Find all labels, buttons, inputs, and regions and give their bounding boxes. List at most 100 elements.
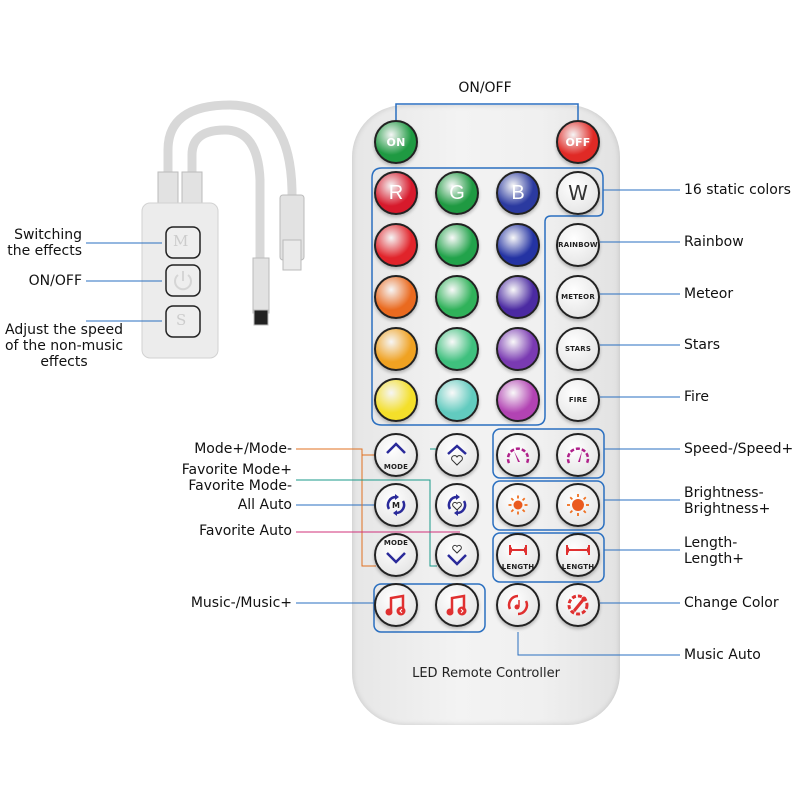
- speed-minus-gauge-icon: [506, 447, 530, 464]
- controller-cables: [163, 100, 297, 275]
- color-button[interactable]: [496, 275, 540, 319]
- label-meteor: Meteor: [684, 286, 734, 302]
- label-speed-1: Adjust the speed: [5, 322, 123, 338]
- chevron-down-icon: [386, 552, 406, 564]
- change-color-button[interactable]: [556, 583, 600, 627]
- on-button[interactable]: ON: [374, 120, 418, 164]
- color-dropper-icon: [567, 594, 589, 616]
- mode-plus-button[interactable]: MODE: [374, 433, 418, 477]
- button-label: STARS: [564, 345, 592, 353]
- music-auto-button[interactable]: [496, 583, 540, 627]
- stars-button[interactable]: STARS: [556, 327, 600, 371]
- chevron-up-icon: [386, 442, 406, 454]
- music-note-plus-icon: [446, 594, 467, 616]
- color-button[interactable]: [435, 223, 479, 267]
- cable-sleeves: [157, 171, 305, 326]
- brightness-minus-button[interactable]: [496, 483, 540, 527]
- length-plus-button[interactable]: LENGTH: [556, 533, 600, 577]
- button-label: M: [392, 501, 400, 510]
- color-button[interactable]: R: [374, 171, 418, 215]
- button-label: LENGTH: [561, 563, 595, 571]
- music-minus-button[interactable]: [374, 583, 418, 627]
- meteor-button[interactable]: METEOR: [556, 275, 600, 319]
- button-label: W: [568, 181, 588, 205]
- controller-m-key: M: [173, 232, 189, 250]
- button-label: B: [511, 181, 525, 204]
- label-controller-onoff: ON/OFF: [28, 273, 82, 289]
- music-note-minus-icon: [385, 594, 406, 616]
- label-change-color: Change Color: [684, 595, 779, 611]
- color-button[interactable]: [435, 378, 479, 422]
- controller-s-key: S: [176, 311, 187, 329]
- button-label: MODE: [383, 463, 409, 471]
- label-mode: Mode+/Mode-: [194, 441, 292, 457]
- length-arrow-large-icon: [566, 545, 590, 555]
- label-music: Music-/Music+: [190, 595, 292, 611]
- favorite-auto-button[interactable]: [435, 483, 479, 527]
- label-top-onoff: ON/OFF: [458, 80, 512, 96]
- label-fav-mode-plus: Favorite Mode+: [181, 462, 292, 478]
- label-brightness-minus: Brightness-: [684, 485, 764, 501]
- button-label: FIRE: [568, 396, 588, 404]
- button-label: R: [388, 181, 404, 204]
- sun-large-icon: [567, 494, 589, 516]
- label-brightness-plus: Brightness+: [684, 501, 771, 517]
- button-label: G: [449, 181, 465, 204]
- favorite-mode-minus-button[interactable]: [435, 533, 479, 577]
- button-label: LENGTH: [501, 563, 535, 571]
- remote-brand-text: LED Remote Controller: [412, 666, 560, 681]
- length-minus-button[interactable]: LENGTH: [496, 533, 540, 577]
- label-length-minus: Length-: [684, 535, 738, 551]
- label-length-plus: Length+: [684, 551, 745, 567]
- music-plus-button[interactable]: [435, 583, 479, 627]
- rainbow-button[interactable]: RAINBOW: [556, 223, 600, 267]
- label-fav-mode-minus: Favorite Mode-: [188, 478, 292, 494]
- label-all-auto: All Auto: [237, 497, 292, 513]
- color-button[interactable]: B: [496, 171, 540, 215]
- label-stars: Stars: [684, 337, 721, 353]
- heart-chevron-down-icon: [447, 544, 467, 566]
- controller-leader-lines: [86, 242, 162, 322]
- mode-minus-button[interactable]: MODE: [374, 533, 418, 577]
- white-button[interactable]: W: [556, 171, 600, 215]
- color-button[interactable]: [374, 275, 418, 319]
- speed-plus-gauge-icon: [566, 447, 590, 464]
- sun-small-icon: [508, 495, 528, 515]
- cycle-heart-icon: [447, 494, 467, 516]
- power-icon: [174, 271, 192, 291]
- controller-m-button[interactable]: [165, 226, 201, 259]
- controller-s-button[interactable]: [165, 305, 201, 338]
- button-label: ON: [386, 135, 406, 149]
- cycle-m-icon: M: [386, 494, 406, 516]
- all-auto-button[interactable]: M: [374, 483, 418, 527]
- color-button[interactable]: [496, 378, 540, 422]
- color-button[interactable]: [374, 378, 418, 422]
- button-label: OFF: [565, 135, 591, 149]
- color-button[interactable]: [496, 327, 540, 371]
- label-fire: Fire: [684, 389, 709, 405]
- color-button[interactable]: G: [435, 171, 479, 215]
- music-cycle-icon: [507, 594, 529, 616]
- heart-chevron-up-icon: [447, 444, 467, 466]
- label-speed: Speed-/Speed+: [684, 441, 794, 457]
- label-music-auto: Music Auto: [684, 647, 761, 663]
- button-label: METEOR: [561, 293, 595, 301]
- color-button[interactable]: [374, 223, 418, 267]
- speed-minus-button[interactable]: [496, 433, 540, 477]
- color-button[interactable]: [374, 327, 418, 371]
- length-arrow-small-icon: [509, 545, 527, 555]
- speed-plus-button[interactable]: [556, 433, 600, 477]
- label-speed-3: effects: [40, 354, 88, 370]
- button-label: RAINBOW: [558, 241, 598, 249]
- color-button[interactable]: [496, 223, 540, 267]
- brightness-plus-button[interactable]: [556, 483, 600, 527]
- label-static-colors: 16 static colors: [684, 182, 791, 198]
- fire-button[interactable]: FIRE: [556, 378, 600, 422]
- label-fav-auto: Favorite Auto: [199, 523, 292, 539]
- label-rainbow: Rainbow: [684, 234, 744, 250]
- favorite-mode-plus-button[interactable]: [435, 433, 479, 477]
- off-button[interactable]: OFF: [556, 120, 600, 164]
- label-speed-2: of the non-music: [4, 338, 124, 354]
- color-button[interactable]: [435, 275, 479, 319]
- color-button[interactable]: [435, 327, 479, 371]
